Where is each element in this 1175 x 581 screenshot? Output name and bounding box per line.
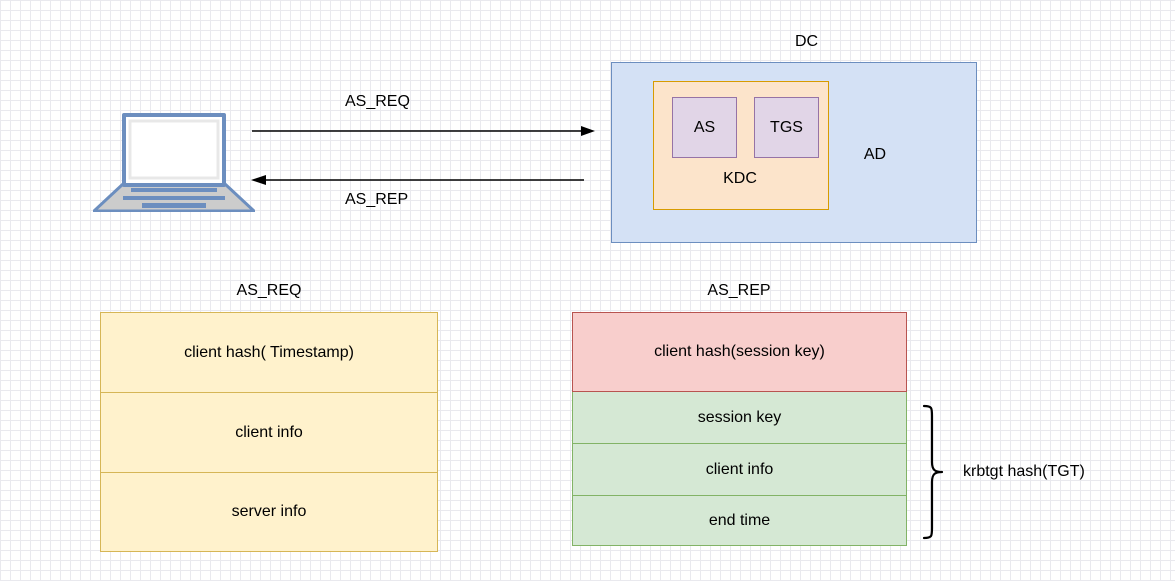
- ad-label: AD: [863, 146, 887, 163]
- table-row: client hash( Timestamp): [100, 312, 438, 392]
- as-req-table-title: AS_REQ: [236, 282, 302, 299]
- table-row: end time: [572, 496, 907, 546]
- kdc-label: KDC: [723, 170, 757, 187]
- krbtgt-hash-label: krbtgt hash(TGT): [963, 463, 1085, 480]
- as-req-arrow: [252, 126, 595, 136]
- as-req-arrow-label: AS_REQ: [345, 93, 410, 110]
- as-box: AS: [672, 97, 737, 158]
- as-rep-arrow-label: AS_REP: [345, 191, 409, 208]
- tgs-label: TGS: [770, 118, 803, 136]
- dc-label: DC: [795, 33, 819, 50]
- table-row: client info: [572, 444, 907, 496]
- laptop-icon: [92, 112, 256, 213]
- table-row: session key: [572, 392, 907, 444]
- tgs-box: TGS: [754, 97, 819, 158]
- table-row: client info: [100, 392, 438, 472]
- as-label: AS: [693, 118, 716, 136]
- as-rep-arrow: [251, 175, 584, 185]
- tgt-group-brace: [922, 404, 944, 540]
- as-rep-table-title: AS_REP: [707, 282, 771, 299]
- as-rep-packet-table: client hash(session key) session key cli…: [572, 312, 907, 546]
- as-req-packet-table: client hash( Timestamp) client info serv…: [100, 312, 438, 552]
- table-row: server info: [100, 472, 438, 552]
- table-row-encrypted: client hash(session key): [572, 312, 907, 392]
